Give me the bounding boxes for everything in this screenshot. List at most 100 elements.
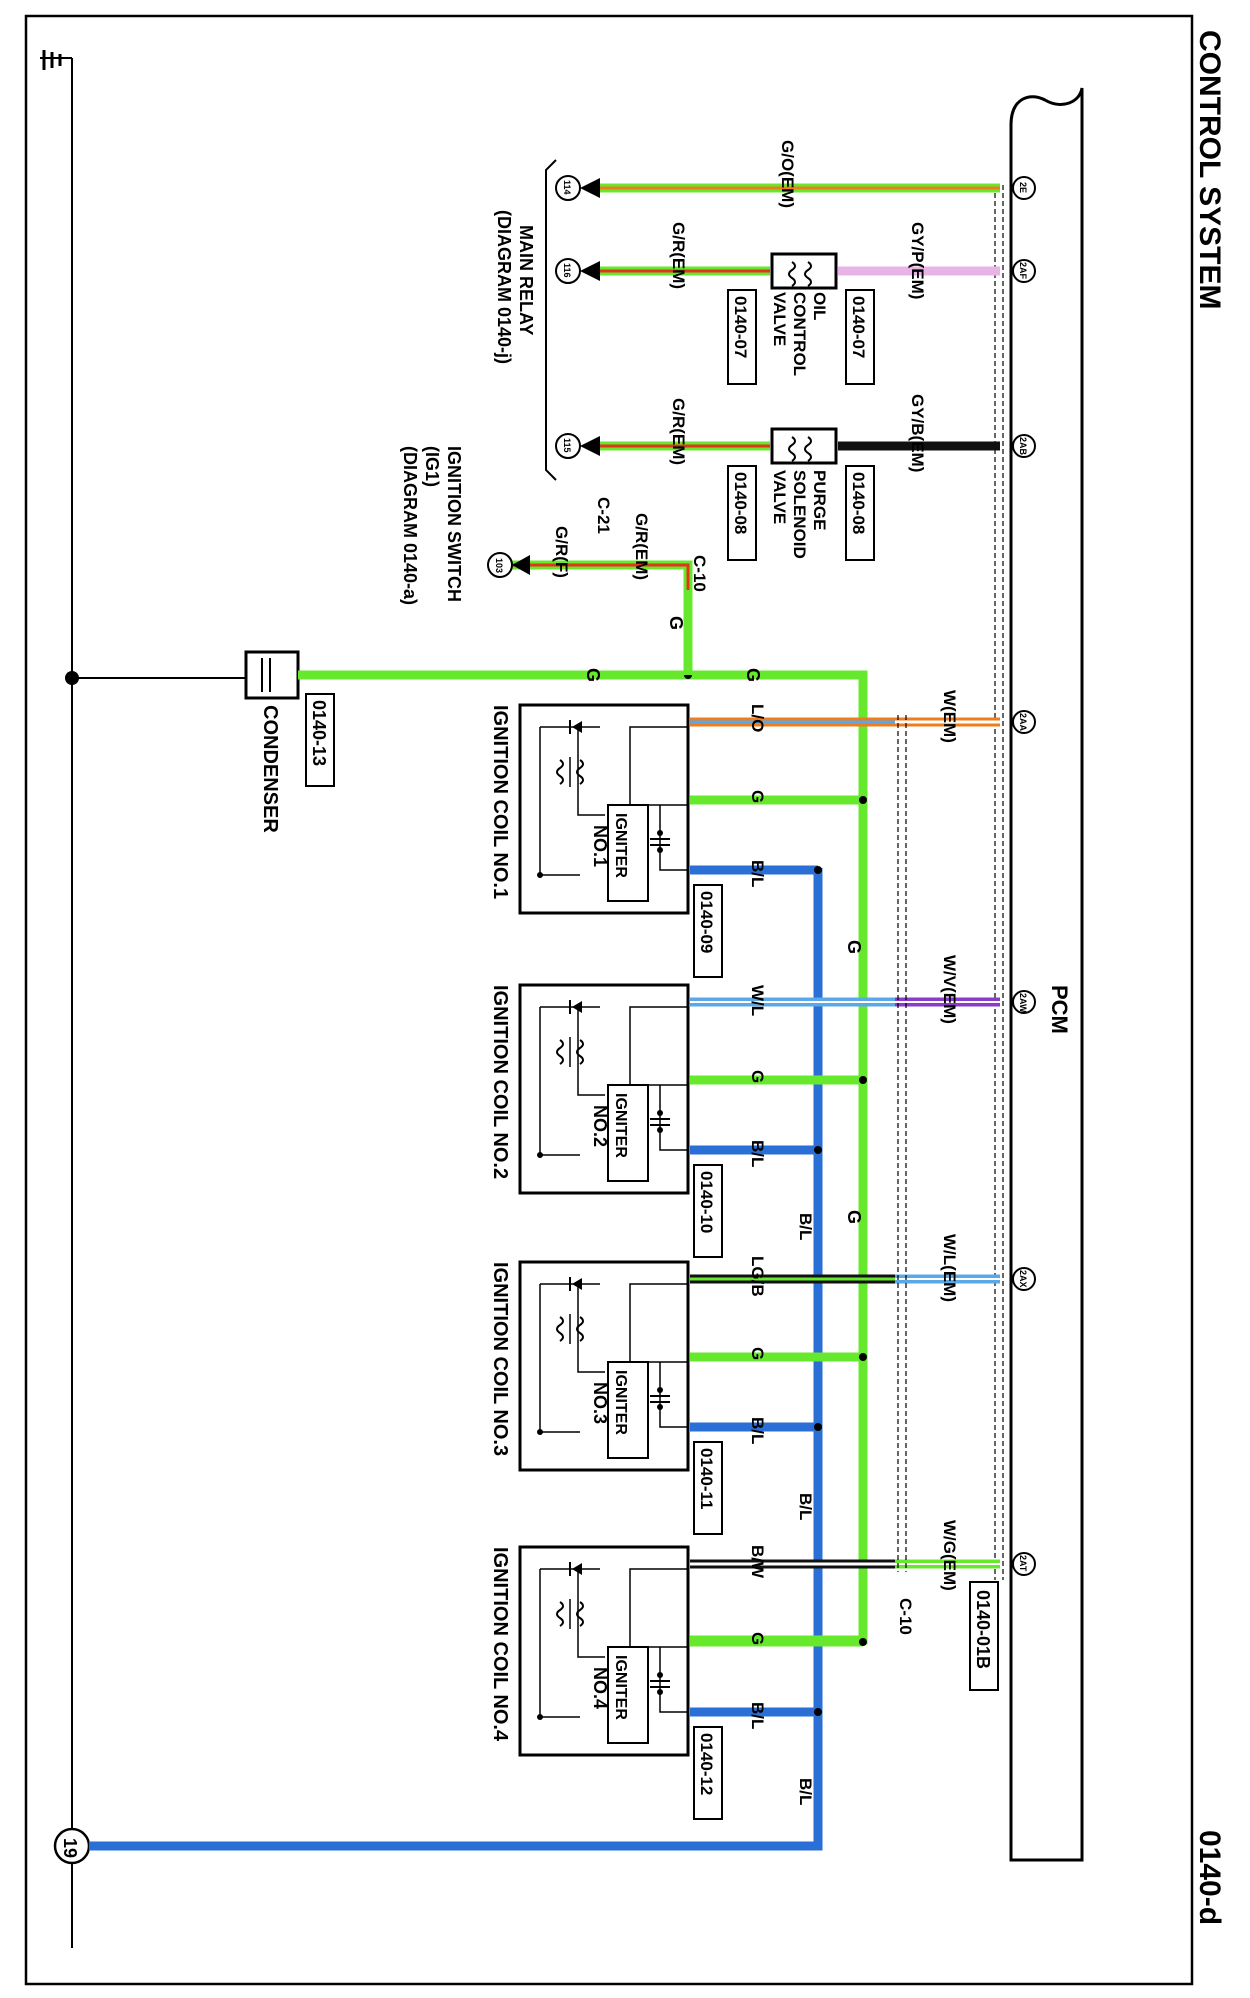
purge-valve-line1: PURGE — [810, 470, 829, 530]
ground-19: 19 — [53, 1827, 91, 1865]
gyb-em-label: GY/B(EM) — [908, 394, 927, 472]
g-rail2-label: G — [844, 1210, 864, 1224]
svg-text:2AW: 2AW — [1018, 993, 1028, 1013]
coil-4-number-label: NO.4 — [590, 1667, 610, 1709]
w-em-label: W(EM) — [940, 690, 959, 743]
condenser-label: CONDENSER — [259, 705, 281, 833]
coil-3-bl-label: B/L — [748, 1417, 767, 1444]
wl-label: W/L — [748, 985, 767, 1016]
gyp-em-label: GY/P(EM) — [908, 222, 927, 299]
coil-2-name-label: IGNITION COIL NO.2 — [489, 985, 511, 1179]
pcm-ref-box: 0140-01B — [969, 1581, 999, 1691]
svg-text:114: 114 — [562, 180, 572, 195]
coil-2-bl-label: B/L — [748, 1140, 767, 1167]
oil-valve-ref-a: 0140-07 — [845, 289, 875, 385]
svg-text:0140-07: 0140-07 — [849, 296, 868, 358]
c10-bottom-label: C-10 — [896, 1598, 915, 1635]
svg-text:103: 103 — [494, 558, 504, 573]
svg-text:19: 19 — [60, 1838, 80, 1858]
coil-2-ref-label: 0140-10 — [697, 1171, 716, 1233]
oil-valve-line1: OIL — [810, 292, 829, 320]
ground-rail — [40, 50, 255, 1948]
diagram-code: 0140-d — [1193, 1830, 1226, 1925]
pcm-label: PCM — [1047, 985, 1072, 1034]
pcm-pins: 2E 2AF 2AB 2AA 2AW 2AX 2AT — [1012, 176, 1036, 1576]
coil-3-number-label: NO.3 — [590, 1382, 610, 1424]
coil-4-igniter-label: IGNITER — [612, 1655, 629, 1720]
g-main-label: G — [583, 668, 603, 682]
c21-label: C-21 — [594, 497, 613, 534]
ignition-switch-line2: (IG1) — [422, 446, 442, 487]
lgb-label: LG/B — [748, 1256, 767, 1297]
oil-valve-line3: VALVE — [770, 292, 789, 346]
gr-em-2-label: G/R(EM) — [669, 398, 688, 465]
gr-f-label: G/R(F) — [552, 526, 571, 578]
svg-text:2AB: 2AB — [1018, 437, 1028, 456]
g-rail1-label: G — [844, 940, 864, 954]
purge-solenoid-valve — [770, 427, 838, 465]
page-title: CONTROL SYSTEM — [1193, 30, 1226, 309]
purge-valve-ref-b: 0140-08 — [727, 465, 757, 561]
coil-2-igniter-label: IGNITER — [612, 1093, 629, 1158]
coil-1-g-label: G — [748, 790, 767, 803]
gr-em-1-label: G/R(EM) — [669, 222, 688, 289]
coil-1-igniter-label: IGNITER — [612, 813, 629, 878]
coil-4-name-label: IGNITION COIL NO.4 — [489, 1547, 511, 1742]
wv-em-label: W/V(EM) — [940, 955, 959, 1024]
condenser — [244, 650, 300, 700]
coil-1-bl-label: B/L — [748, 860, 767, 887]
svg-text:0140-01B: 0140-01B — [973, 1590, 993, 1669]
svg-text:2AA: 2AA — [1018, 713, 1028, 732]
svg-text:2AT: 2AT — [1018, 1555, 1028, 1572]
bw-label: B/W — [748, 1545, 767, 1579]
svg-text:2AF: 2AF — [1018, 262, 1028, 280]
oil-control-valve — [770, 252, 838, 290]
coil-3-ref-label: 0140-11 — [697, 1448, 716, 1509]
coil-1-ref-label: 0140-09 — [697, 891, 716, 953]
svg-text:116: 116 — [562, 263, 572, 278]
main-relay-bracket — [545, 159, 557, 481]
main-relay-label: MAIN RELAY — [516, 225, 536, 335]
wg-em-label: W/G(EM) — [940, 1520, 959, 1591]
svg-text:0140-08: 0140-08 — [849, 472, 868, 534]
bl-rail2-label: B/L — [796, 1493, 815, 1520]
pcm-module — [994, 87, 1084, 1862]
svg-text:0140-08: 0140-08 — [731, 472, 750, 534]
svg-text:0140-07: 0140-07 — [731, 296, 750, 358]
svg-text:2AX: 2AX — [1018, 1270, 1028, 1288]
bl-ground-wire — [89, 868, 823, 1851]
g-vert-label: G — [666, 616, 686, 630]
go-em-label: G/O(EM) — [778, 140, 797, 208]
ignition-switch-line1: IGNITION SWITCH — [444, 446, 464, 602]
coil-1-name-label: IGNITION COIL NO.1 — [489, 705, 511, 899]
coil-3-name-label: IGNITION COIL NO.3 — [489, 1262, 511, 1456]
main-relay-diagram: (DIAGRAM 0140-j) — [494, 210, 514, 364]
coil-4-g-label: G — [748, 1632, 767, 1645]
coil-2-number-label: NO.2 — [590, 1105, 610, 1147]
oil-valve-ref-b: 0140-07 — [727, 289, 757, 385]
coil-1-number-label: NO.1 — [590, 825, 610, 867]
svg-text:0140-13: 0140-13 — [309, 700, 329, 766]
page-border — [24, 14, 1194, 1986]
c10-top-label: C-10 — [690, 555, 709, 592]
svg-text:115: 115 — [562, 438, 572, 453]
coil-3-igniter-label: IGNITER — [612, 1370, 629, 1435]
purge-valve-line3: VALVE — [770, 470, 789, 524]
coil-4-bl-label: B/L — [748, 1702, 767, 1729]
ignition-switch-line3: (DIAGRAM 0140-a) — [400, 446, 420, 605]
svg-text:2E: 2E — [1018, 182, 1028, 193]
coil-2-g-label: G — [748, 1070, 767, 1083]
purge-valve-line2: SOLENOID — [790, 470, 809, 559]
bl-rail1-label: B/L — [796, 1213, 815, 1240]
coil-4-ref-label: 0140-12 — [697, 1733, 716, 1795]
oil-valve-line2: CONTROL — [790, 292, 809, 376]
lo-label: L/O — [748, 704, 767, 732]
condenser-ref-box: 0140-13 — [305, 693, 335, 787]
g-bus-label: G — [743, 668, 763, 682]
purge-valve-ref-a: 0140-08 — [845, 465, 875, 561]
